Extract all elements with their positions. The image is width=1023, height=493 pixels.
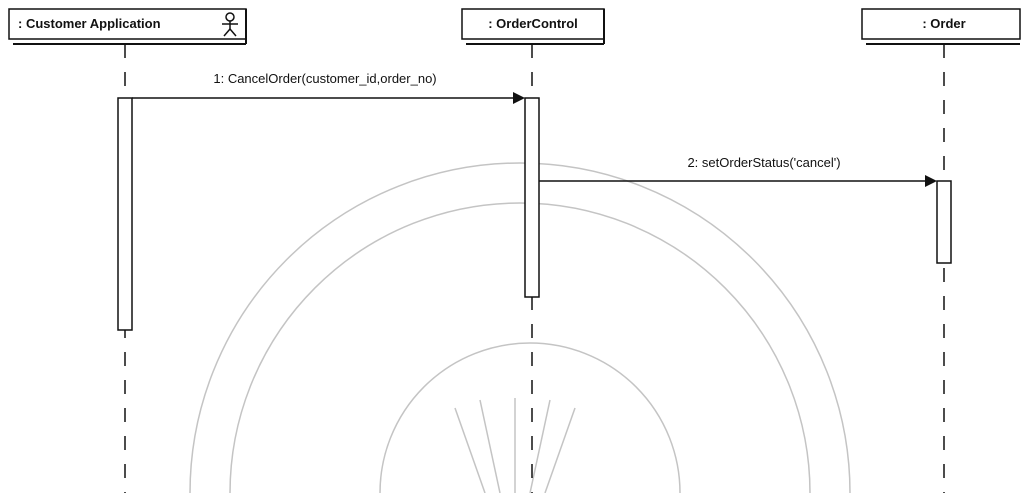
- activation-bar: [936, 180, 952, 264]
- lifeline-order: : Order: [861, 8, 1021, 493]
- lifeline-label: : OrderControl: [488, 16, 578, 31]
- lifeline-head-box: [461, 8, 605, 40]
- lifeline-customer-application: : Customer Application: [8, 8, 247, 493]
- watermark-seal: [189, 162, 851, 493]
- arrowhead-icon: [513, 92, 525, 104]
- arrowhead-icon: [925, 175, 937, 187]
- message-label: 1: CancelOrder(customer_id,order_no): [213, 71, 436, 86]
- lifeline-label: : Customer Application: [18, 16, 161, 31]
- message-2: 2: setOrderStatus('cancel'): [539, 155, 937, 187]
- lifeline-head-box: [861, 8, 1021, 40]
- message-label: 2: setOrderStatus('cancel'): [687, 155, 840, 170]
- lifeline-label: : Order: [922, 16, 965, 31]
- activation-bar: [524, 97, 540, 298]
- message-1: 1: CancelOrder(customer_id,order_no): [132, 71, 525, 104]
- actor-stick-figure-icon: [222, 12, 238, 37]
- lifeline-ordercontrol: : OrderControl: [461, 8, 605, 493]
- activation-bar: [117, 97, 133, 331]
